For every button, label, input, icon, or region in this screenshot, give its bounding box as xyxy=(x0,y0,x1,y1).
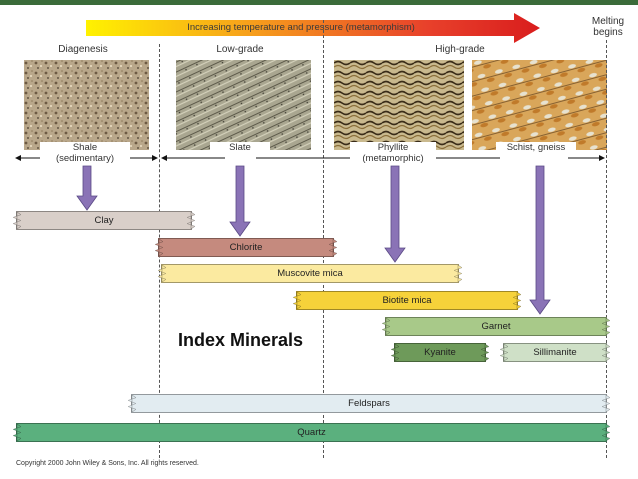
purple-arrow-phyllite xyxy=(384,165,406,263)
bar-zigzag-left xyxy=(13,212,21,229)
mineral-bar-feldspars: Feldspars xyxy=(128,394,610,413)
mineral-label-muscovite: Muscovite mica xyxy=(277,268,343,279)
mineral-label-chlorite: Chlorite xyxy=(229,242,263,253)
mineral-label-clay: Clay xyxy=(94,215,114,226)
mineral-label-kyanite: Kyanite xyxy=(424,347,456,358)
mineral-bar-garnet: Garnet xyxy=(382,317,610,336)
melting-label-line2: begins xyxy=(593,27,623,38)
purple-arrow-shale xyxy=(76,165,98,211)
rock-label-slate: Slate xyxy=(210,142,270,153)
melting-label-line1: Melting xyxy=(591,16,625,27)
melting-begins-label: Melting begins xyxy=(582,16,634,38)
bar-zigzag-right xyxy=(513,292,521,309)
shale-type: (sedimentary) xyxy=(55,153,115,164)
bar-zigzag-left xyxy=(391,344,399,361)
top-accent-bar xyxy=(0,0,638,5)
rock-label-shale: Shale (sedimentary) xyxy=(40,142,130,164)
metamorphism-arrow-label: Increasing temperature and pressure (met… xyxy=(187,22,415,33)
bar-zigzag-right xyxy=(187,212,195,229)
mineral-bar-quartz: Quartz xyxy=(13,423,610,442)
grade-low: Low-grade xyxy=(216,44,264,55)
boundary-melting xyxy=(606,40,607,458)
bar-zigzag-right xyxy=(329,239,337,256)
grade-high: High-grade xyxy=(435,44,485,55)
grade-diagenesis: Diagenesis xyxy=(58,44,108,55)
mineral-label-garnet: Garnet xyxy=(481,321,511,332)
rock-label-phyllite: Phyllite (metamorphic) xyxy=(350,142,436,164)
mineral-bar-clay: Clay xyxy=(13,211,195,230)
mineral-label-sillimanite: Sillimanite xyxy=(533,347,577,358)
bar-zigzag-left xyxy=(500,344,508,361)
metamorphism-arrow xyxy=(86,13,540,43)
index-minerals-title: Index Minerals xyxy=(176,330,306,351)
phyllite-photo xyxy=(334,60,464,150)
bar-zigzag-right xyxy=(602,424,610,441)
mineral-bar-muscovite: Muscovite mica xyxy=(158,264,462,283)
bar-zigzag-left xyxy=(128,395,136,412)
mineral-bar-kyanite: Kyanite xyxy=(391,343,489,362)
bar-zigzag-right xyxy=(481,344,489,361)
phyllite-name: Phyllite xyxy=(377,142,409,153)
bar-zigzag-left xyxy=(155,239,163,256)
phyllite-type: (metamorphic) xyxy=(362,153,424,164)
rock-label-schist: Schist, gneiss xyxy=(496,142,576,153)
purple-arrow-slate xyxy=(229,165,251,237)
slate-photo xyxy=(176,60,311,150)
mineral-label-quartz: Quartz xyxy=(297,427,326,438)
shale-name: Shale xyxy=(72,142,98,153)
schist-photo xyxy=(472,60,607,150)
bar-zigzag-left xyxy=(293,292,301,309)
mineral-bar-chlorite: Chlorite xyxy=(155,238,337,257)
purple-arrow-schist xyxy=(529,165,551,315)
bar-zigzag-left xyxy=(13,424,21,441)
mineral-bar-biotite: Biotite mica xyxy=(293,291,521,310)
shale-photo xyxy=(24,60,149,150)
bar-zigzag-left xyxy=(382,318,390,335)
copyright-notice: Copyright 2000 John Wiley & Sons, Inc. A… xyxy=(16,460,199,467)
bar-zigzag-left xyxy=(158,265,166,282)
bar-zigzag-right xyxy=(602,395,610,412)
mineral-label-feldspars: Feldspars xyxy=(348,398,390,409)
bar-zigzag-right xyxy=(454,265,462,282)
bar-zigzag-right xyxy=(602,318,610,335)
bar-zigzag-right xyxy=(602,344,610,361)
mineral-label-biotite: Biotite mica xyxy=(382,295,432,306)
mineral-bar-sillimanite: Sillimanite xyxy=(500,343,610,362)
